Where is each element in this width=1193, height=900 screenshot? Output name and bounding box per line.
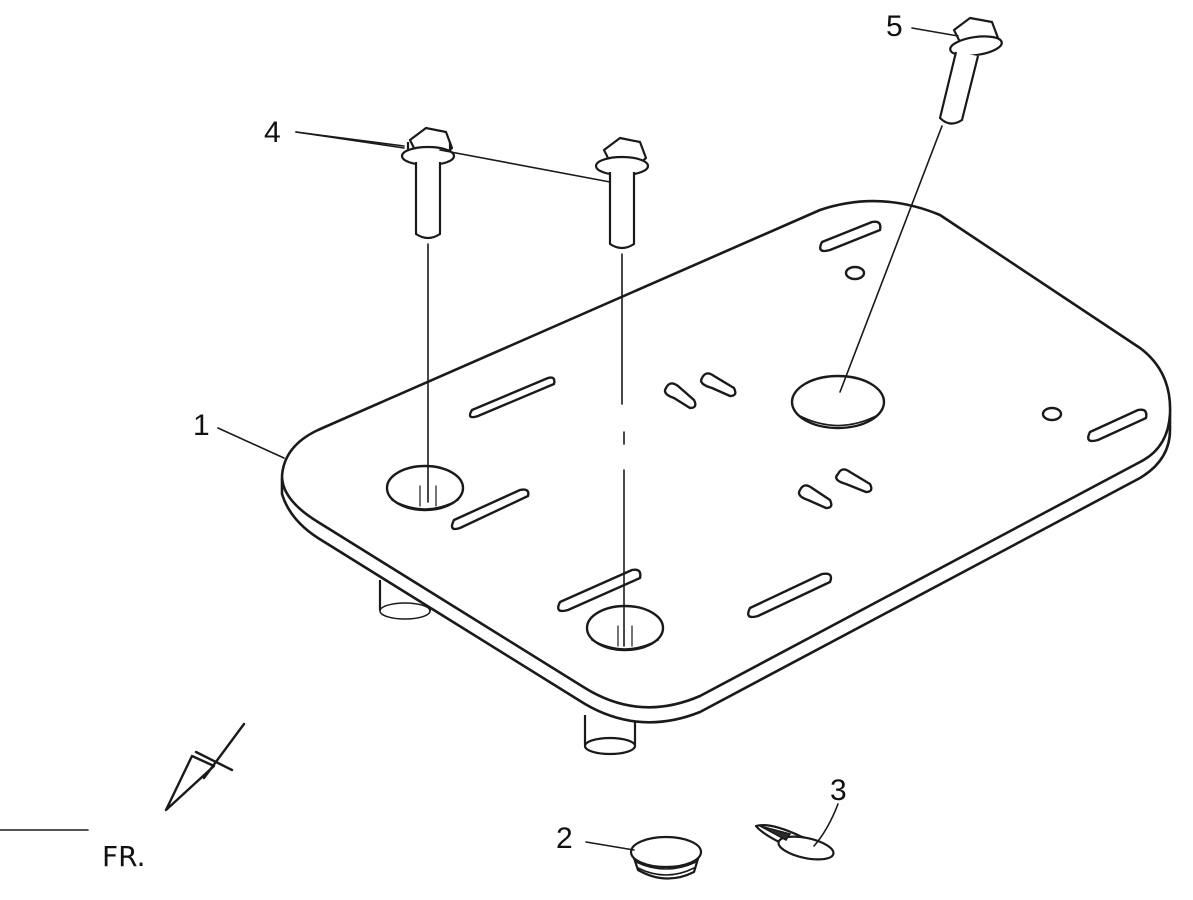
support-post-front	[583, 712, 637, 756]
short-slots-upper	[663, 372, 737, 410]
flange-bolt-left	[400, 126, 456, 240]
rubber-plug	[629, 835, 703, 880]
front-direction-arrow	[0, 722, 246, 831]
assembly-lines	[419, 125, 943, 647]
flange-bolt-right	[594, 136, 650, 250]
flange-bolt-long	[938, 16, 1003, 125]
bolt-hole-left	[385, 464, 465, 512]
front-label: FR.	[102, 840, 145, 873]
center-hole	[790, 374, 886, 430]
small-hole-right	[844, 265, 866, 281]
base-plate	[280, 199, 1172, 724]
callout-3: 3	[830, 774, 847, 807]
callout-1: 1	[193, 409, 210, 442]
small-hole-edge	[1041, 406, 1063, 422]
callout-4: 4	[264, 116, 281, 149]
callout-2: 2	[556, 822, 573, 855]
slot	[450, 220, 1148, 619]
short-slots-lower	[797, 468, 873, 510]
spring-clip	[754, 824, 835, 861]
bolt-hole-front	[585, 604, 665, 652]
callout-5: 5	[886, 10, 903, 43]
leader-lines	[217, 27, 959, 851]
